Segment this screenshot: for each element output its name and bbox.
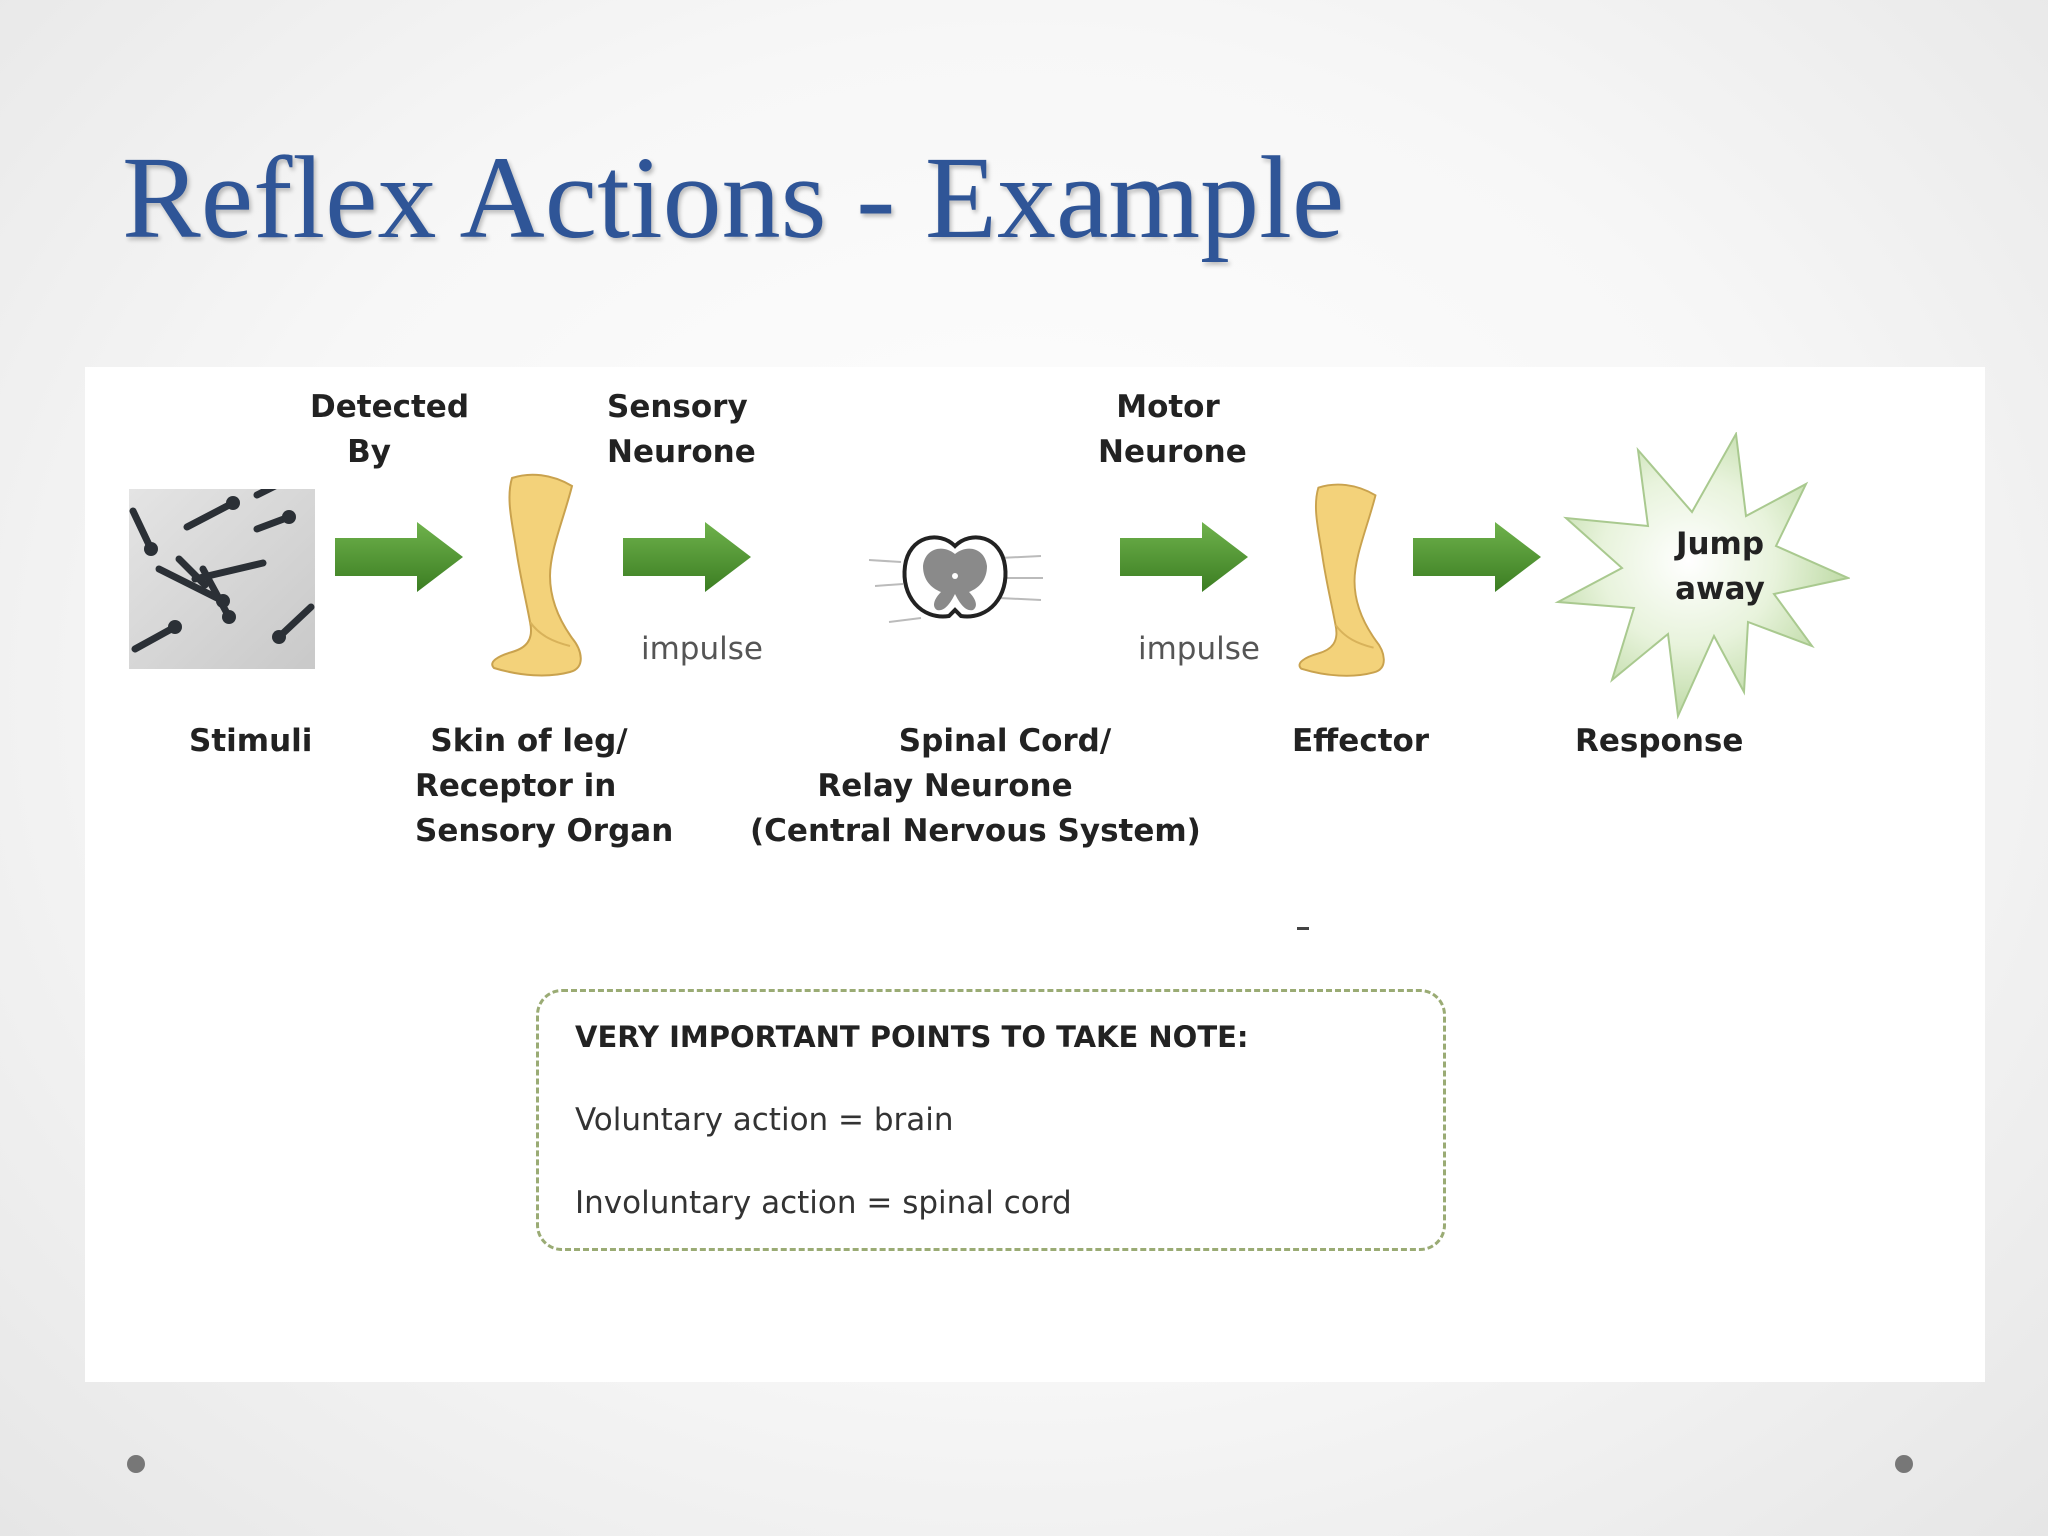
note-heading: VERY IMPORTANT POINTS TO TAKE NOTE: (575, 1020, 1249, 1054)
slide-title: Reflex Actions - Example (122, 132, 1345, 263)
label-motor-neurone: Motor Neurone (1098, 385, 1247, 475)
nails-image (129, 489, 315, 669)
label-effector: Effector (1292, 723, 1430, 759)
leg-icon (1298, 483, 1385, 677)
label-line: Sensory Organ (415, 813, 674, 849)
label-detected-by: Detected By (310, 385, 470, 475)
leg-icon (491, 473, 582, 677)
note-line: Voluntary action = brain (575, 1102, 954, 1138)
arrow-right-icon (1120, 522, 1248, 592)
label-line: Neurone (607, 434, 756, 470)
label-line: Motor (1116, 389, 1220, 425)
arrow-right-icon (335, 522, 463, 592)
burst-text: Jump away (1640, 522, 1800, 612)
label-line: Detected (310, 389, 470, 425)
burst-text-line: Jump (1675, 526, 1765, 562)
label-line: Relay Neurone (817, 768, 1073, 804)
divider (1297, 927, 1309, 930)
arrow-right-icon (623, 522, 751, 592)
spinal-cord-icon (868, 535, 1043, 623)
diagram-panel: Jump away Detected By Sensory Neurone Mo… (85, 367, 1985, 1382)
burst-text-line: away (1675, 571, 1765, 607)
label-line: Skin of leg/ (430, 723, 628, 759)
label-line: By (347, 434, 391, 470)
label-cns: Spinal Cord/ Relay Neurone (Central Nerv… (750, 719, 1201, 854)
label-line: Neurone (1098, 434, 1247, 470)
impulse-label: impulse (641, 631, 763, 667)
response-burst-icon (1554, 432, 1850, 720)
arrow-right-icon (1413, 522, 1541, 592)
label-response: Response (1575, 723, 1744, 759)
label-line: Spinal Cord/ (898, 723, 1112, 759)
label-line: (Central Nervous System) (750, 813, 1201, 849)
label-receptor: Skin of leg/ Receptor in Sensory Organ (415, 719, 674, 854)
label-stimuli: Stimuli (189, 723, 313, 759)
note-line: Involuntary action = spinal cord (575, 1185, 1072, 1221)
impulse-label: impulse (1138, 631, 1260, 667)
slide-corner-dot (127, 1455, 145, 1473)
note-box: VERY IMPORTANT POINTS TO TAKE NOTE: Volu… (536, 989, 1446, 1251)
label-line: Sensory (607, 389, 748, 425)
label-sensory-neurone: Sensory Neurone (607, 385, 756, 475)
slide-corner-dot (1895, 1455, 1913, 1473)
label-line: Receptor in (415, 768, 617, 804)
